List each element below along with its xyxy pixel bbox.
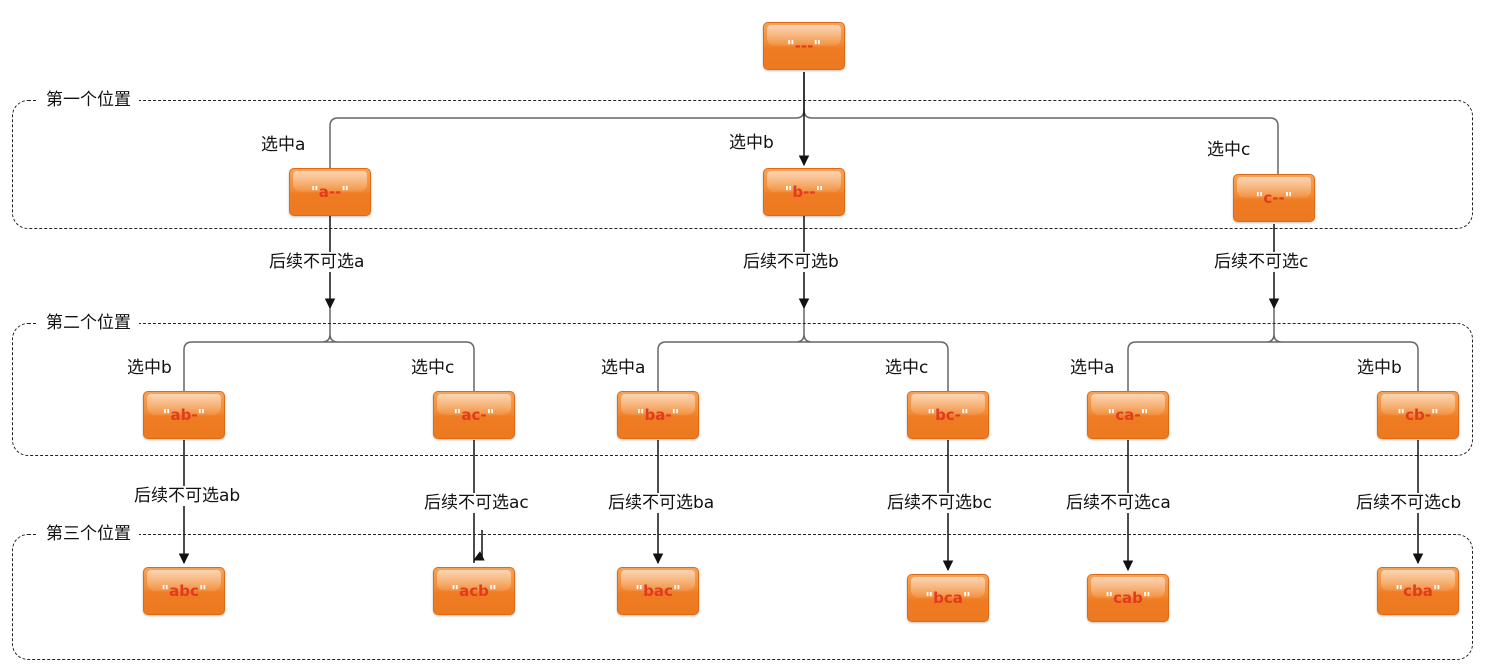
- node-bac: "bac": [617, 567, 699, 615]
- edge-root-to-c: [803, 109, 1279, 174]
- node-ba: "ba-": [617, 391, 699, 439]
- exclude-label-ac: 后续不可选ac: [423, 493, 530, 513]
- level-3-label: 第三个位置: [38, 524, 139, 544]
- exclude-label-ab: 后续不可选ab: [133, 486, 242, 506]
- exclude-label-c: 后续不可选c: [1213, 252, 1310, 272]
- choose-label-c: 选中c: [1206, 140, 1252, 160]
- node-bca-text: bca: [933, 589, 963, 607]
- exclude-label-ca: 后续不可选ca: [1065, 493, 1172, 513]
- node-abc-text: abc: [169, 582, 199, 600]
- exclude-label-cb: 后续不可选cb: [1355, 493, 1463, 513]
- choose-label-cb: 选中b: [1356, 358, 1403, 378]
- node-c: "c--": [1233, 174, 1315, 222]
- choose-label-ab: 选中b: [126, 358, 173, 378]
- node-ab-text: ab-: [170, 406, 198, 424]
- exclude-label-a: 后续不可选a: [268, 252, 366, 272]
- choose-label-ac: 选中c: [410, 358, 456, 378]
- node-acb: "acb": [433, 567, 515, 615]
- node-abc: "abc": [143, 567, 225, 615]
- node-c-text: c--: [1263, 189, 1285, 207]
- exclude-label-b: 后续不可选b: [742, 252, 840, 272]
- choose-label-b: 选中b: [728, 133, 775, 153]
- node-ac: "ac-": [433, 391, 515, 439]
- node-cba: "cba": [1377, 567, 1459, 615]
- choose-label-ca: 选中a: [1069, 358, 1116, 378]
- choose-label-a: 选中a: [260, 135, 307, 155]
- node-b-text: b--: [792, 183, 816, 201]
- node-ba-text: ba-: [644, 406, 672, 424]
- node-root: "---": [763, 22, 845, 70]
- node-bac-text: bac: [643, 582, 673, 600]
- node-ab: "ab-": [143, 391, 225, 439]
- node-bc-text: bc-: [935, 406, 961, 424]
- edge-a-branches: [183, 308, 475, 391]
- level-2-label: 第二个位置: [38, 313, 139, 333]
- exclude-label-bc: 后续不可选bc: [886, 493, 994, 513]
- edge-c-branches: [1127, 308, 1419, 391]
- node-ac-text: ac-: [461, 406, 487, 424]
- node-ca-text: ca-: [1115, 406, 1141, 424]
- node-root-text: ---: [794, 37, 814, 55]
- level-3-group: [12, 534, 1473, 660]
- level-1-label: 第一个位置: [38, 90, 139, 110]
- choose-label-ba: 选中a: [600, 358, 647, 378]
- node-cb-text: cb-: [1405, 406, 1431, 424]
- edge-b-branches: [657, 308, 949, 391]
- node-b: "b--": [763, 168, 845, 216]
- node-a-text: a--: [318, 183, 342, 201]
- node-cb: "cb-": [1377, 391, 1459, 439]
- choose-label-bc: 选中c: [884, 358, 930, 378]
- level-1-group: [12, 100, 1473, 229]
- exclude-label-ba: 后续不可选ba: [607, 493, 716, 513]
- node-ca: "ca-": [1087, 391, 1169, 439]
- node-acb-text: acb: [459, 582, 489, 600]
- node-a: "a--": [289, 168, 371, 216]
- node-bca: "bca": [907, 574, 989, 622]
- node-cab: "cab": [1087, 574, 1169, 622]
- level-2-group: [12, 323, 1473, 456]
- node-bc: "bc-": [907, 391, 989, 439]
- node-cab-text: cab: [1113, 589, 1143, 607]
- node-cba-text: cba: [1403, 582, 1433, 600]
